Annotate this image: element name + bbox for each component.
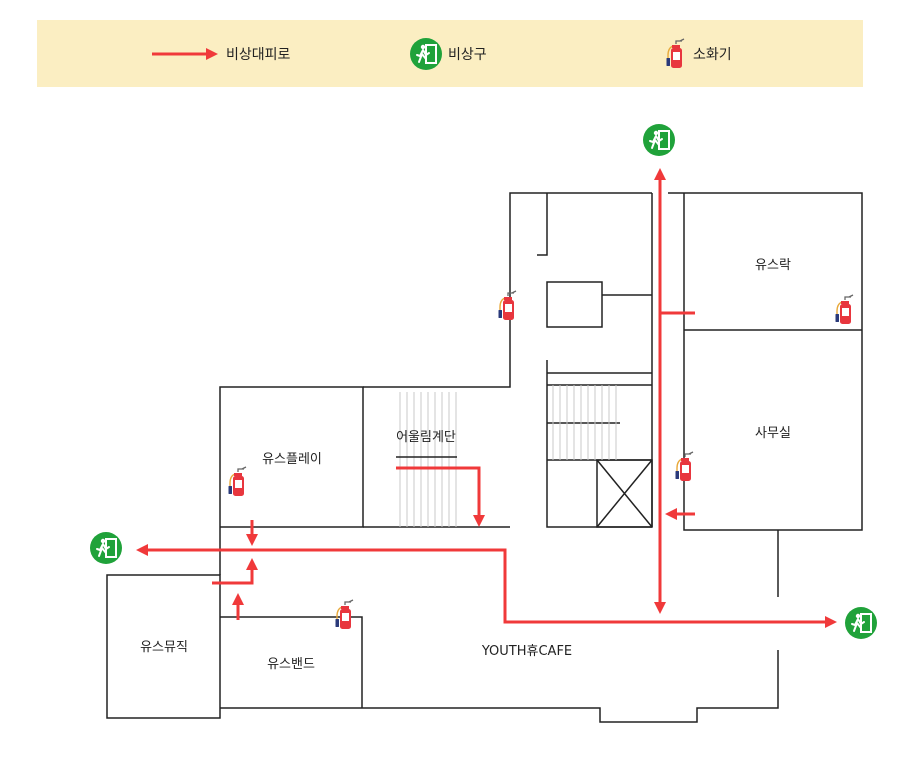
fire-extinguisher-icon	[334, 599, 354, 630]
legend-route: 비상대피로	[150, 20, 290, 87]
legend-exit: 비상구	[410, 20, 487, 87]
fire-extinguisher-icon	[227, 466, 247, 497]
fire-extinguisher-icon	[834, 294, 854, 325]
fire-extinguisher-icon	[497, 290, 517, 321]
route-arrowheads	[136, 168, 837, 628]
route-arrow-icon	[152, 47, 218, 60]
room-stairs-label: 어울림계단	[396, 430, 456, 445]
emergency-exit-icon	[90, 532, 122, 564]
room-office-label: 사무실	[755, 426, 791, 441]
legend-extinguisher: 소화기	[665, 20, 732, 87]
emergency-exit-icon	[643, 124, 675, 156]
room-youth-play-label: 유스플레이	[262, 452, 322, 467]
walls	[106, 192, 863, 723]
room-youth-music-label: 유스뮤직	[140, 640, 188, 655]
evacuation-routes	[147, 178, 826, 624]
room-youth-lounge-label: 유스락	[755, 258, 791, 273]
stair-treads	[399, 385, 617, 527]
room-cafe-label: YOUTH휴CAFE	[481, 644, 572, 659]
legend-route-label: 비상대피로	[226, 46, 291, 63]
room-youth-band-label: 유스밴드	[267, 657, 315, 672]
legend-exit-label: 비상구	[448, 46, 487, 63]
legend-extinguisher-label: 소화기	[693, 46, 732, 63]
emergency-exit-icon	[845, 607, 877, 639]
legend: 비상대피로 비상구 소화기	[37, 20, 863, 87]
